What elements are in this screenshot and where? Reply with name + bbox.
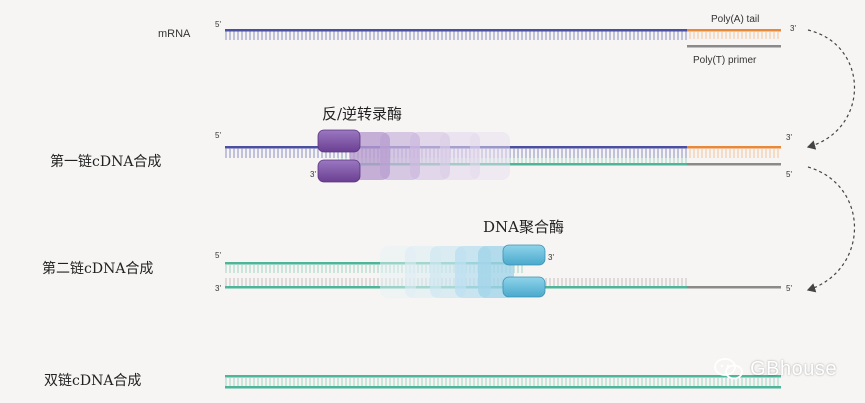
row3-3prime-bottom-label: 3': [215, 284, 221, 293]
mrna-label: mRNA: [158, 28, 191, 40]
curved-arrow-2: [806, 166, 855, 293]
poly-a-tail-strand: [687, 29, 781, 32]
row2-cdna-bases: [338, 158, 687, 164]
dna-polymerase-label: DNA聚合酶: [483, 218, 564, 236]
row3-5prime-right-label: 5': [786, 284, 792, 293]
row2-3prime-top-label: 3': [786, 133, 792, 142]
row2-poly-t-strand: [687, 163, 781, 166]
row2-5prime-label: 5': [215, 131, 221, 140]
wechat-icon: [714, 358, 744, 380]
poly-t-primer-strand: [687, 45, 781, 48]
row4-top-strand: [225, 375, 781, 378]
poly-t-primer-label: Poly(T) primer: [693, 55, 757, 66]
row2-cdna-strand: [338, 163, 687, 166]
mrna-3prime-label: 3': [790, 24, 796, 33]
row3-new-cdna-strand: [225, 262, 525, 265]
watermark: GBhouse: [714, 357, 837, 381]
second-strand-label: 第二链cDNA合成: [42, 260, 153, 277]
row2-3prime-bottom-label: 3': [310, 170, 316, 179]
mrna-strand: [225, 29, 687, 32]
reverse-transcriptase-label: 反/逆转录酶: [322, 105, 402, 123]
row2-5prime-right-label: 5': [786, 170, 792, 179]
row4-bottom-strand: [225, 386, 781, 389]
mrna-5prime-label: 5': [215, 20, 221, 29]
row3-5prime-top-label: 5': [215, 251, 221, 260]
row4-bases: [225, 377, 781, 386]
row3-3prime-top-label: 3': [548, 253, 554, 262]
row2-poly-a-bases: [687, 148, 781, 158]
mrna-bases: [225, 30, 687, 40]
curved-arrow-1: [806, 29, 855, 150]
poly-a-tail-bases: [687, 31, 781, 39]
watermark-text: GBhouse: [750, 357, 837, 380]
row2-poly-a-strand: [687, 146, 781, 149]
first-strand-label: 第一链cDNA合成: [50, 153, 161, 170]
double-strand-label: 双链cDNA合成: [44, 373, 141, 389]
dna-polymerase-trail: [380, 246, 514, 298]
row3-new-cdna-bases: [225, 264, 525, 273]
row3-poly-t-strand: [687, 286, 781, 289]
reverse-transcriptase-enzyme: [317, 129, 361, 183]
poly-a-tail-label: Poly(A) tail: [711, 14, 759, 25]
reverse-transcriptase-trail: [350, 132, 510, 180]
dna-polymerase-enzyme: [502, 244, 546, 298]
